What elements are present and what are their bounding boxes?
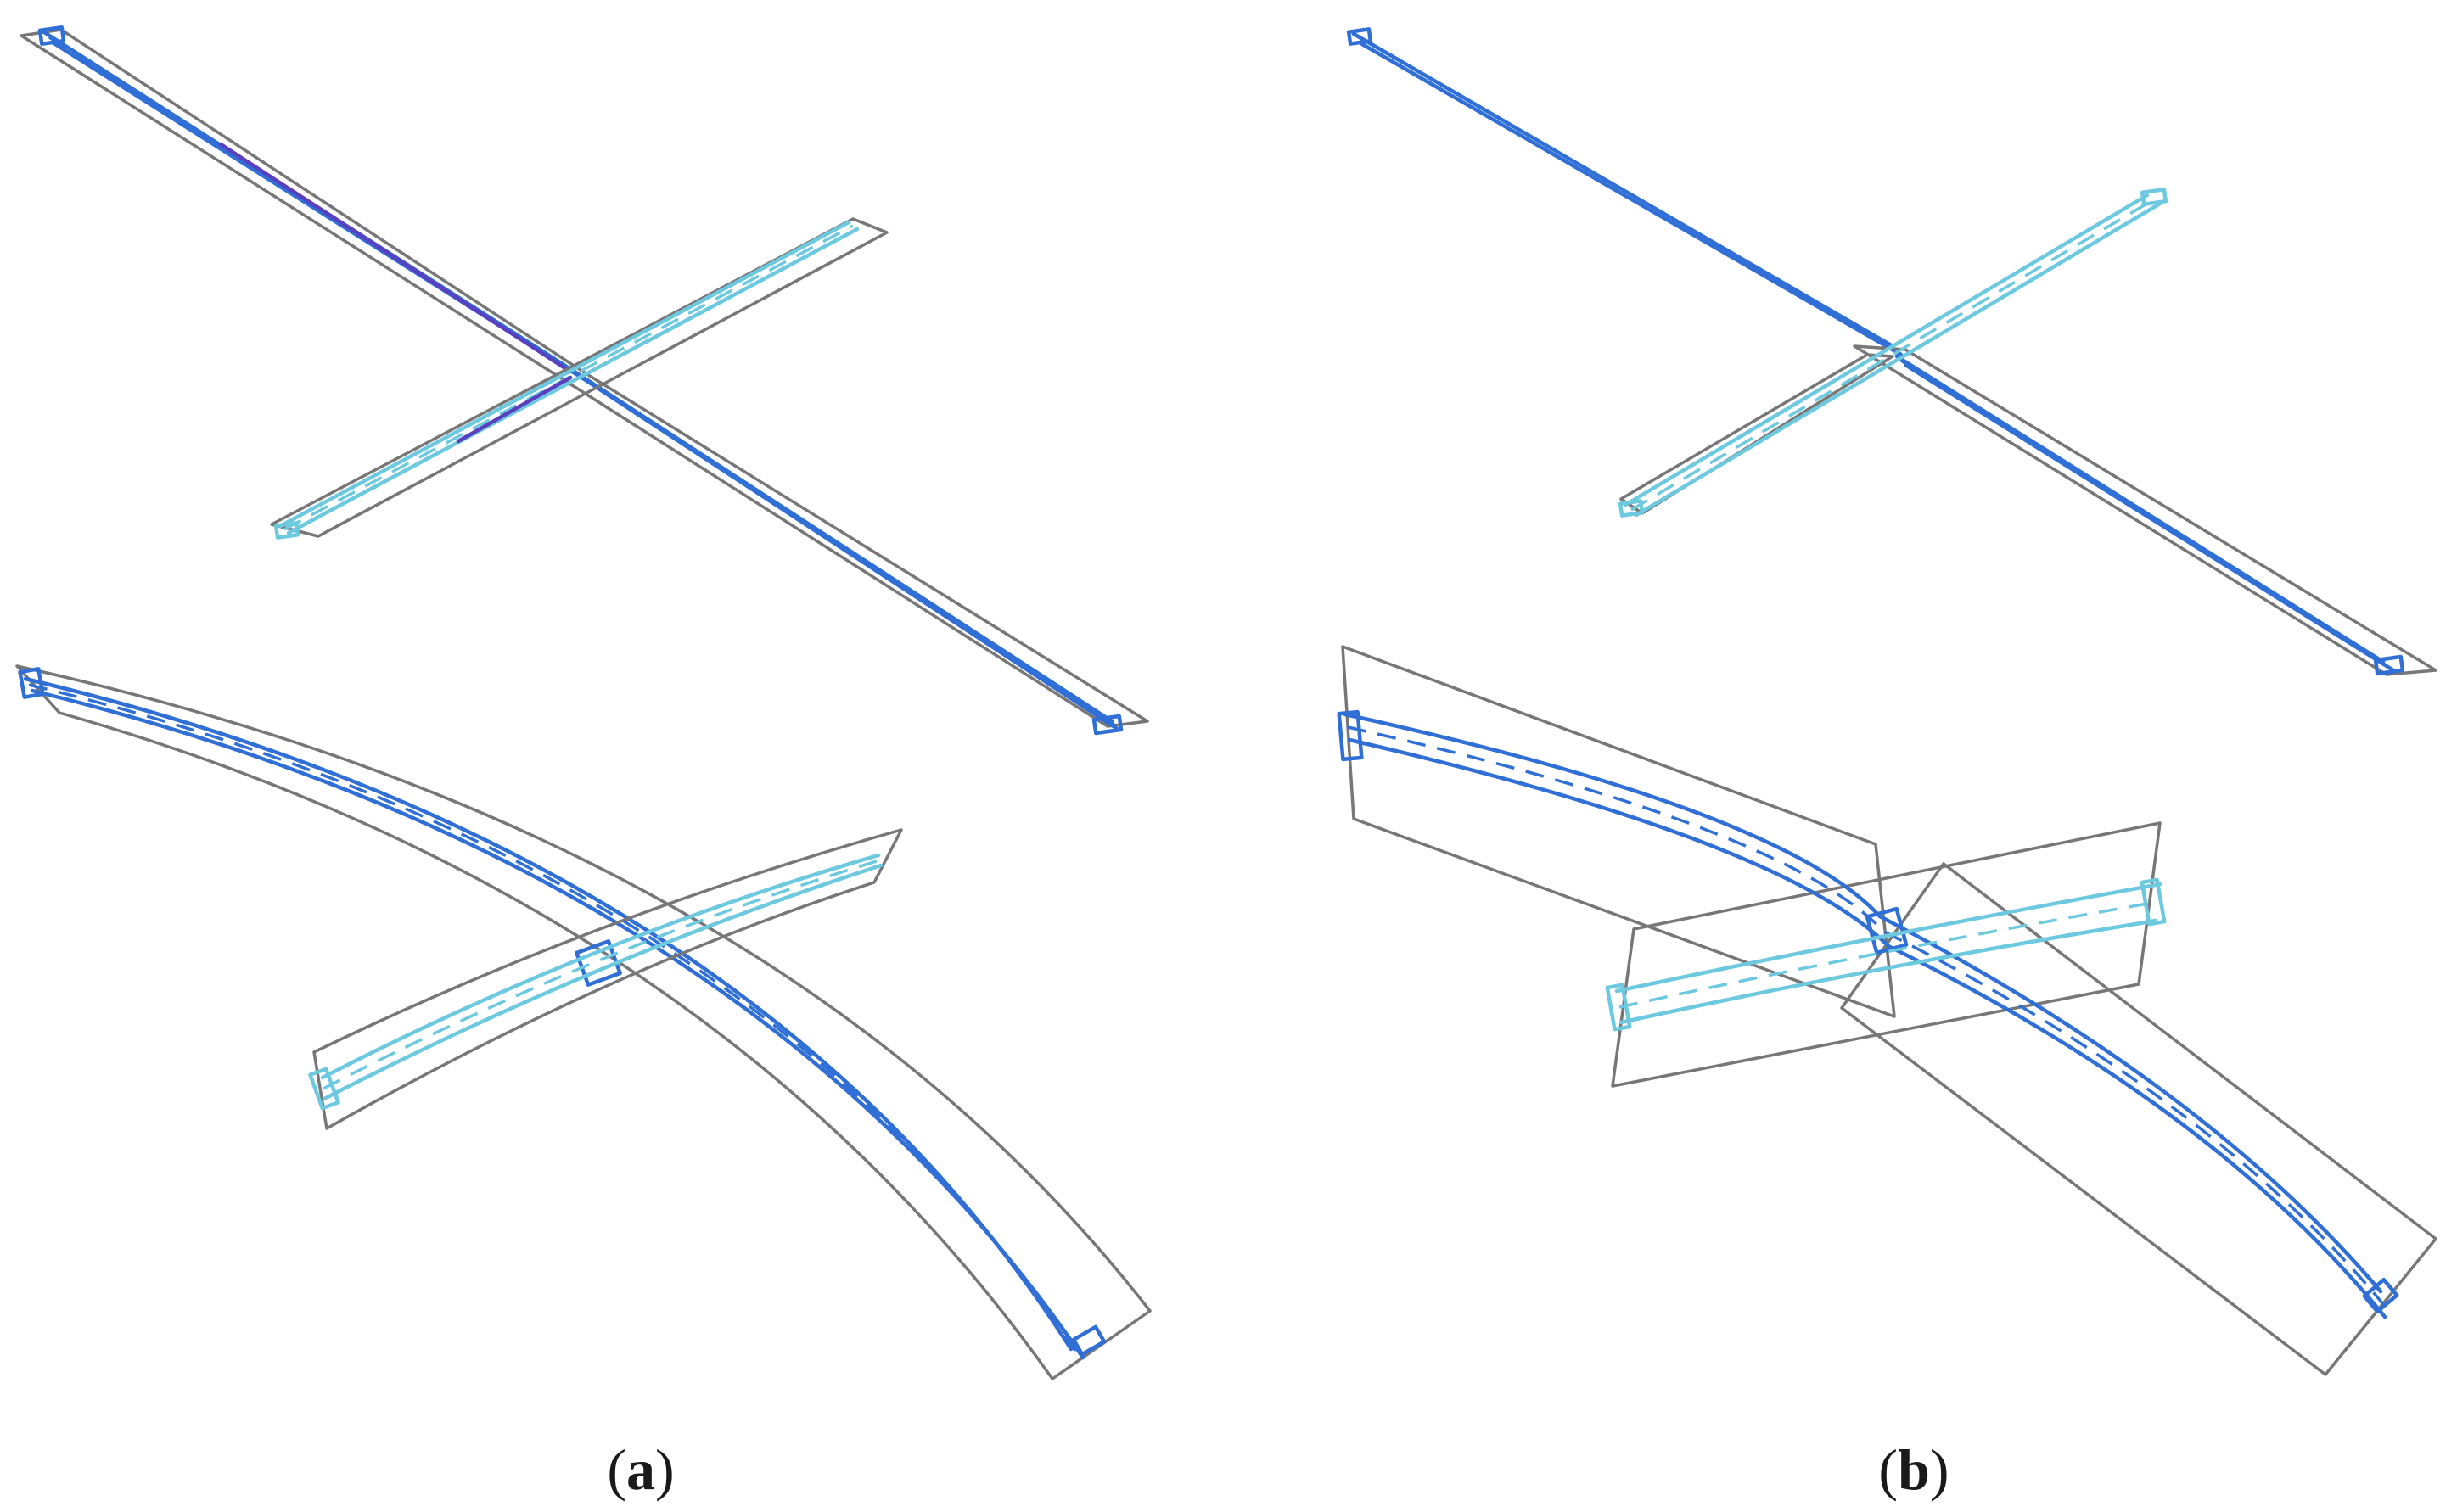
short-beam-centerline: [1630, 198, 2155, 512]
beam-end-cap: [273, 521, 300, 540]
long-curved-frame: [15, 664, 1152, 1380]
short-beam-edge: [286, 227, 860, 535]
beam-end-cap: [308, 1067, 340, 1111]
panel-b-label: (b): [1878, 1437, 1949, 1502]
beam-end-cap: [2140, 877, 2167, 927]
panel-a-straight-cross: [20, 25, 1149, 736]
beam-end-cap: [1618, 499, 1645, 518]
beam-end-cap: [2373, 654, 2405, 676]
short-beam-edge: [1623, 193, 2150, 507]
short-curved-edge: [322, 863, 884, 1101]
short-beam-edge: [1634, 201, 2162, 518]
beam-end-cap: [1071, 1324, 1107, 1357]
beam-end-cap: [1091, 714, 1124, 736]
panel-a-curved-cross: [15, 664, 1152, 1380]
long-beam-centerline: [1900, 359, 2389, 668]
cross-curved-edge: [1618, 918, 2158, 1025]
upper-left-frame: [1341, 645, 1896, 1018]
main-curved-edge: [1347, 737, 2387, 1319]
beam-end-cap: [18, 667, 45, 699]
beam-end-cap: [2362, 1277, 2399, 1314]
panel-a: (a): [15, 25, 1152, 1502]
long-beam-centerline: [48, 36, 1116, 727]
long-beam-edge: [50, 40, 1121, 732]
lower-right-frame: [1840, 862, 2437, 1376]
cross-curved-centerline: [1618, 900, 2158, 1009]
long-beam-highlight: [218, 142, 573, 374]
joint-node: [1865, 906, 1909, 955]
beam-end-cap: [1337, 709, 1364, 762]
beam-end-cap: [1605, 983, 1632, 1032]
panel-b-curved-cross: [1337, 645, 2437, 1376]
main-curved-centerline: [1347, 725, 2385, 1306]
short-beam-frame: [270, 217, 889, 538]
short-curved-edge: [320, 853, 881, 1080]
short-curved-frame: [312, 828, 903, 1130]
panel-b: (b): [1337, 27, 2437, 1502]
cross-beam-frame: [1611, 821, 2162, 1088]
short-beam-edge: [278, 220, 851, 529]
short-beam-highlight: [456, 375, 573, 444]
panel-a-label: (a): [607, 1437, 674, 1502]
cross-curved-edge: [1614, 882, 2162, 994]
main-curved-edge: [1343, 712, 2383, 1294]
long-beam-edge: [1360, 42, 1904, 357]
beam-end-cap: [37, 25, 66, 46]
long-curved-edge: [30, 688, 1085, 1360]
panel-b-straight-cross: [1346, 27, 2437, 676]
beam-end-cap: [1346, 27, 1373, 46]
beam-end-cap: [2140, 188, 2168, 206]
long-curved-centerline: [28, 683, 1079, 1354]
long-beam-edge: [1351, 31, 1895, 349]
